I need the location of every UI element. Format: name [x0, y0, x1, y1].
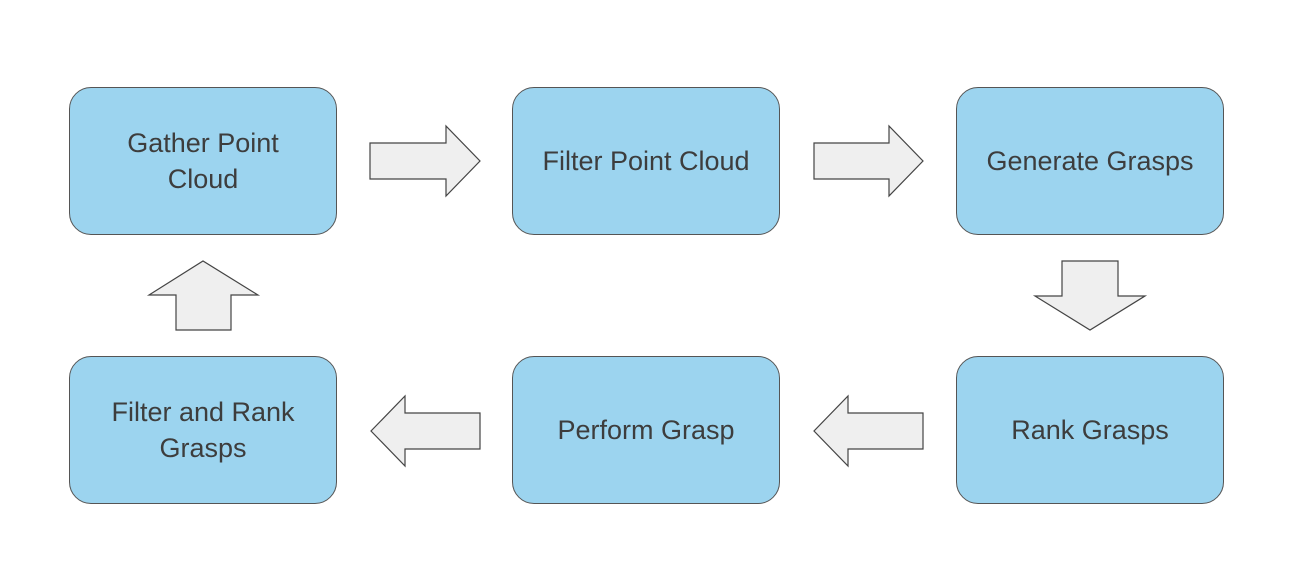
node-label: Gather Point Cloud [127, 128, 279, 194]
node-rank-grasps: Rank Grasps [956, 356, 1224, 504]
node-gather-point-cloud: Gather Point Cloud [69, 87, 337, 235]
arrow-left-icon [813, 394, 924, 468]
node-label: Rank Grasps [1011, 415, 1169, 445]
node-filter-and-rank-grasps: Filter and Rank Grasps [69, 356, 337, 504]
node-label: Perform Grasp [557, 415, 735, 445]
arrow-right-icon [369, 124, 481, 198]
node-label: Filter Point Cloud [542, 146, 750, 176]
node-filter-point-cloud: Filter Point Cloud [512, 87, 780, 235]
node-label: Generate Grasps [986, 146, 1194, 176]
node-label: Filter and Rank Grasps [111, 397, 295, 463]
node-perform-grasp: Perform Grasp [512, 356, 780, 504]
arrow-up-icon [146, 260, 261, 331]
arrow-down-icon [1032, 260, 1148, 331]
node-generate-grasps: Generate Grasps [956, 87, 1224, 235]
arrow-left-icon [370, 394, 481, 468]
arrow-right-icon [813, 124, 924, 198]
